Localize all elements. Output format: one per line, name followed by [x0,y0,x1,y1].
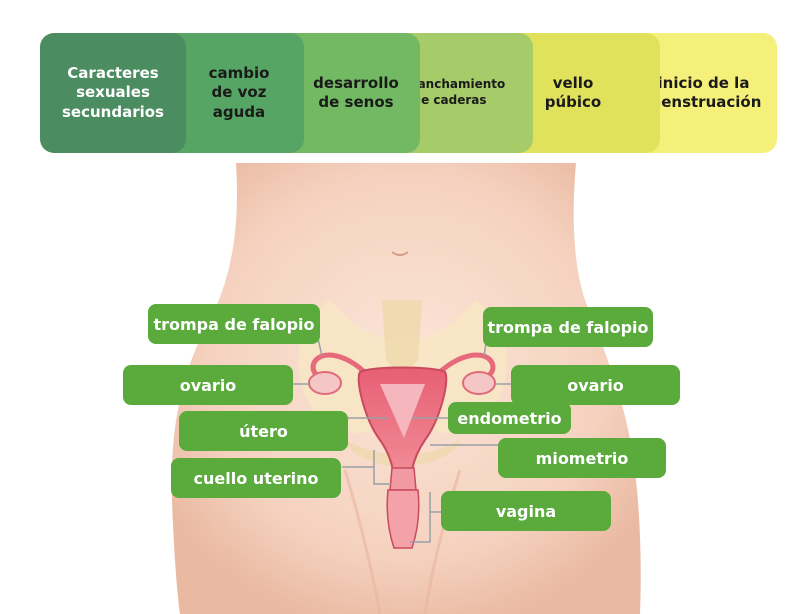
label-fallopian-tube-right: trompa de falopio [483,307,653,347]
voice-line-2: de voz [211,83,267,102]
sacrum [382,300,422,370]
ovary-left [308,371,342,395]
cervix [389,467,417,491]
label-ovary-left: ovario [123,365,293,405]
bracket-cervix [373,450,392,485]
label-endometrium: endometrio [448,402,571,434]
menstruation-line-2: menstruación [645,93,762,111]
label-fallopian-tube-left: trompa de falopio [148,304,320,344]
voice-line-3: aguda [212,102,266,121]
breasts-line-2: de senos [318,93,394,111]
ovary-right [462,371,496,395]
voice-line-1: cambio [208,63,270,82]
label-uterus: útero [179,411,348,451]
breasts-line-1: desarrollo [313,73,399,92]
vagina [386,489,420,549]
menstruation-line-1: inicio de la [657,73,750,92]
title-line-1: Caracteres [67,63,159,82]
label-cervix: cuello uterino [171,458,341,498]
label-myometrium: miometrio [498,438,666,478]
bracket-vagina [410,492,431,543]
inner-thigh-right [423,469,462,614]
uterine-cavity [380,384,425,438]
pubic-hair-line-1: vello [552,73,594,92]
hips-line-2: de caderas [412,93,487,107]
hips-line-1: ensanchamiento [393,77,506,92]
inner-thigh-left [343,469,382,614]
pubic-hair-line-2: púbico [544,93,602,111]
label-ovary-right: ovario [511,365,680,405]
navel [391,251,409,256]
title-line-2: sexuales [76,83,150,102]
title-line-3: secundarios [62,102,164,121]
label-vagina: vagina [441,491,611,531]
